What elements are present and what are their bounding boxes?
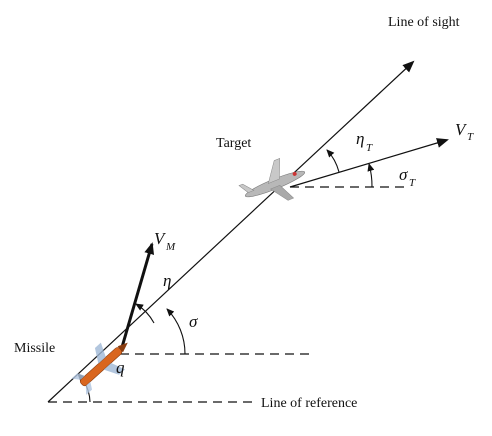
angle-arc-eta bbox=[135, 303, 155, 324]
v-m-subscript: M bbox=[165, 241, 176, 253]
line-of-sight-label: Line of sight bbox=[388, 15, 460, 30]
missile-label: Missile bbox=[14, 341, 55, 356]
angle-arc-sigma bbox=[166, 308, 186, 355]
line-of-sight bbox=[47, 60, 415, 403]
angle-arc-sigma-t bbox=[367, 163, 375, 188]
eta-t-subscript: T bbox=[366, 142, 373, 154]
sigma-t-symbol: σ bbox=[399, 165, 408, 184]
sigma-t-subscript: T bbox=[409, 177, 416, 189]
v-m-symbol: V bbox=[154, 229, 167, 248]
eta-t-symbol: η bbox=[356, 129, 364, 148]
missile-icon bbox=[71, 342, 128, 395]
q-symbol: q bbox=[116, 358, 125, 377]
angle-arc-eta-t bbox=[326, 149, 340, 173]
v-t-symbol: V bbox=[455, 120, 468, 139]
eta-symbol: η bbox=[163, 271, 171, 290]
v-t-subscript: T bbox=[467, 131, 474, 143]
target-label: Target bbox=[216, 136, 251, 151]
missile-velocity-vector bbox=[118, 242, 155, 355]
line-of-reference-label: Line of reference bbox=[261, 396, 357, 411]
target-aircraft-icon bbox=[238, 157, 306, 201]
sigma-symbol: σ bbox=[189, 312, 198, 331]
